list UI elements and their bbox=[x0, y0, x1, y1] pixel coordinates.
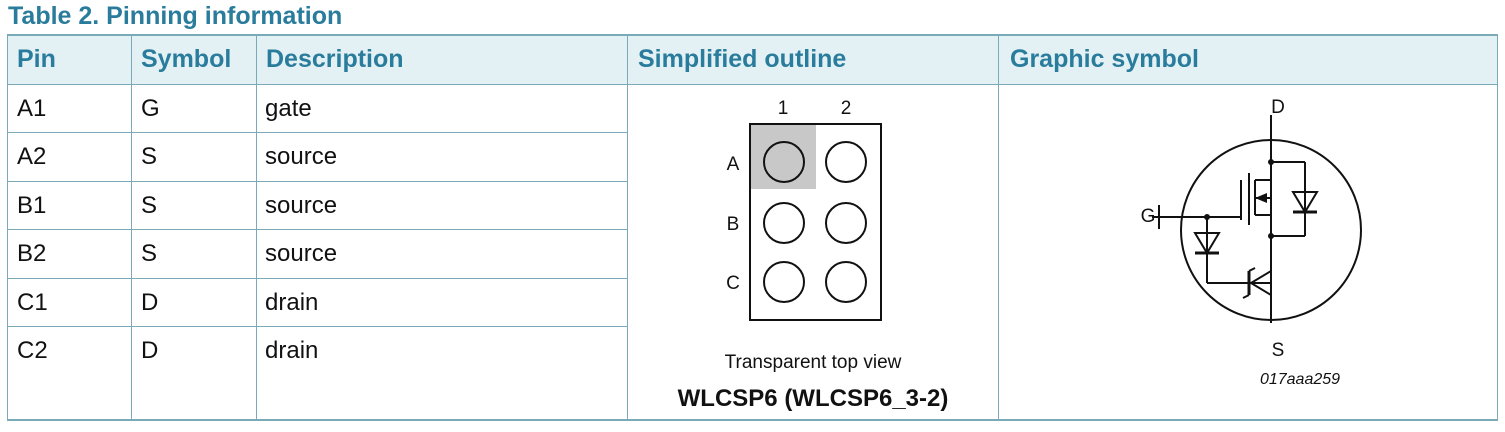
symbol-cell: D bbox=[141, 337, 159, 364]
header-simplified-outline: Simplified outline bbox=[638, 45, 847, 73]
view-label: Transparent top view bbox=[725, 352, 902, 373]
graphic-symbol-cell: D G S 017aaa259 bbox=[999, 85, 1498, 421]
ball-a1 bbox=[763, 141, 805, 183]
drain-label: D bbox=[1271, 97, 1285, 118]
symbol-cell: S bbox=[141, 143, 158, 170]
table-row: B2 S source bbox=[7, 230, 627, 278]
description-cell: source bbox=[265, 192, 338, 219]
pin-a1-highlight bbox=[750, 124, 816, 189]
pin-cell: B1 bbox=[17, 192, 47, 219]
description-cell: drain bbox=[265, 289, 319, 316]
header-description: Description bbox=[266, 45, 404, 73]
symbol-cell: G bbox=[141, 95, 160, 122]
table-row: C1 D drain bbox=[7, 279, 627, 327]
table-row: B1 S source bbox=[7, 182, 627, 230]
ball-c1 bbox=[763, 261, 805, 303]
package-outline-diagram: 1 2 A B C Transparent top view WLCSP6 (W… bbox=[678, 98, 949, 412]
header-symbol: Symbol bbox=[141, 45, 232, 73]
row-label: A bbox=[727, 154, 740, 175]
pinning-table: Pin Symbol Description Simplified outlin… bbox=[7, 34, 1498, 421]
symbol-cell: S bbox=[141, 240, 158, 267]
table-caption: Table 2. Pinning information bbox=[8, 2, 343, 30]
ball-b2 bbox=[825, 202, 867, 244]
row-label: B bbox=[727, 214, 740, 235]
table-row: A1 G gate bbox=[7, 85, 627, 133]
symbol-cell: D bbox=[141, 289, 159, 316]
figure-code: 017aaa259 bbox=[1260, 371, 1340, 388]
mosfet-symbol-diagram: D G S 017aaa259 bbox=[1141, 97, 1362, 388]
description-cell: source bbox=[265, 143, 338, 170]
column-label: 1 bbox=[778, 98, 789, 119]
package-body bbox=[749, 123, 882, 321]
pin-cell: A1 bbox=[17, 95, 47, 122]
description-cell: source bbox=[265, 240, 338, 267]
table-row: C2 D drain bbox=[7, 327, 627, 375]
source-label: S bbox=[1272, 340, 1285, 361]
package-name: WLCSP6 (WLCSP6_3-2) bbox=[678, 385, 949, 412]
ball-c2 bbox=[825, 261, 867, 303]
header-graphic-symbol: Graphic symbol bbox=[1010, 45, 1199, 73]
header-pin: Pin bbox=[17, 45, 56, 73]
simplified-outline-cell: 1 2 A B C Transparent top view WLCSP6 (W… bbox=[628, 85, 998, 421]
symbol-cell: S bbox=[141, 192, 158, 219]
pin-cell: B2 bbox=[17, 240, 47, 267]
gate-label: G bbox=[1141, 206, 1156, 227]
description-cell: drain bbox=[265, 337, 319, 364]
pin-cell: C1 bbox=[17, 289, 48, 316]
table-row: A2 S source bbox=[7, 133, 627, 181]
column-label: 2 bbox=[841, 98, 852, 119]
description-cell: gate bbox=[265, 95, 312, 122]
ball-b1 bbox=[763, 202, 805, 244]
ball-a2 bbox=[825, 141, 867, 183]
table-header-row bbox=[7, 34, 1498, 84]
pin-cell: C2 bbox=[17, 337, 48, 364]
pin-cell: A2 bbox=[17, 143, 47, 170]
row-label: C bbox=[726, 273, 740, 294]
